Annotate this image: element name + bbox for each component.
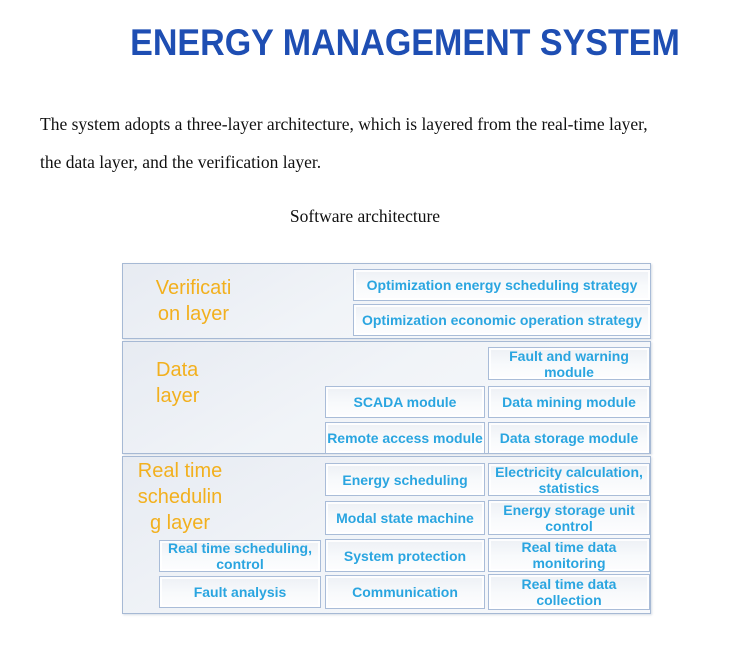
layer-label-line: Data (156, 359, 199, 381)
layer-label-line: g layer (149, 512, 211, 534)
layer-label-line: layer (156, 385, 200, 407)
module-data-storage: Data storage module (488, 422, 650, 454)
module-optimization-energy-scheduling: Optimization energy scheduling strategy (353, 269, 651, 301)
layer-data-label: Data layer (156, 357, 199, 409)
layer-label-line: on layer (157, 303, 230, 325)
layer-data: Data layer Fault and warning module SCAD… (122, 341, 651, 454)
module-real-time-scheduling-control: Real time scheduling, control (159, 540, 321, 572)
module-energy-storage-unit-control: Energy storage unit control (488, 500, 650, 535)
diagram-caption: Software architecture (289, 206, 441, 226)
intro-paragraph: The system adopts a three-layer architec… (40, 105, 720, 181)
intro-line-2: the data layer, and the verification lay… (40, 152, 322, 172)
module-system-protection: System protection (325, 539, 485, 572)
module-electricity-calculation: Electricity calculation, statistics (488, 463, 650, 496)
module-remote-access: Remote access module (325, 422, 485, 454)
layer-verification-label: Verificati on layer (141, 275, 246, 327)
module-scada: SCADA module (325, 386, 485, 418)
module-fault-analysis: Fault analysis (159, 576, 321, 608)
layer-verification: Verificati on layer Optimization energy … (122, 263, 651, 339)
module-energy-scheduling: Energy scheduling (325, 463, 485, 496)
layer-real-time-label: Real time schedulin g layer (125, 458, 235, 536)
module-real-time-data-monitoring: Real time data monitoring (488, 538, 650, 572)
layer-real-time-scheduling: Real time schedulin g layer Energy sched… (122, 456, 651, 614)
module-data-mining: Data mining module (488, 386, 650, 418)
page-title: ENERGY MANAGEMENT SYSTEM (130, 22, 680, 63)
architecture-diagram: Verificati on layer Optimization energy … (122, 263, 651, 614)
module-real-time-data-collection: Real time data collection (488, 574, 650, 610)
layer-label-line: Real time (137, 460, 223, 482)
module-optimization-economic-operation: Optimization economic operation strategy (353, 304, 651, 336)
intro-line-1: The system adopts a three-layer architec… (40, 114, 648, 134)
layer-label-line: schedulin (137, 486, 223, 508)
module-communication: Communication (325, 575, 485, 609)
module-fault-and-warning: Fault and warning module (488, 347, 650, 380)
layer-label-line: Verificati (155, 277, 232, 299)
module-modal-state-machine: Modal state machine (325, 501, 485, 535)
